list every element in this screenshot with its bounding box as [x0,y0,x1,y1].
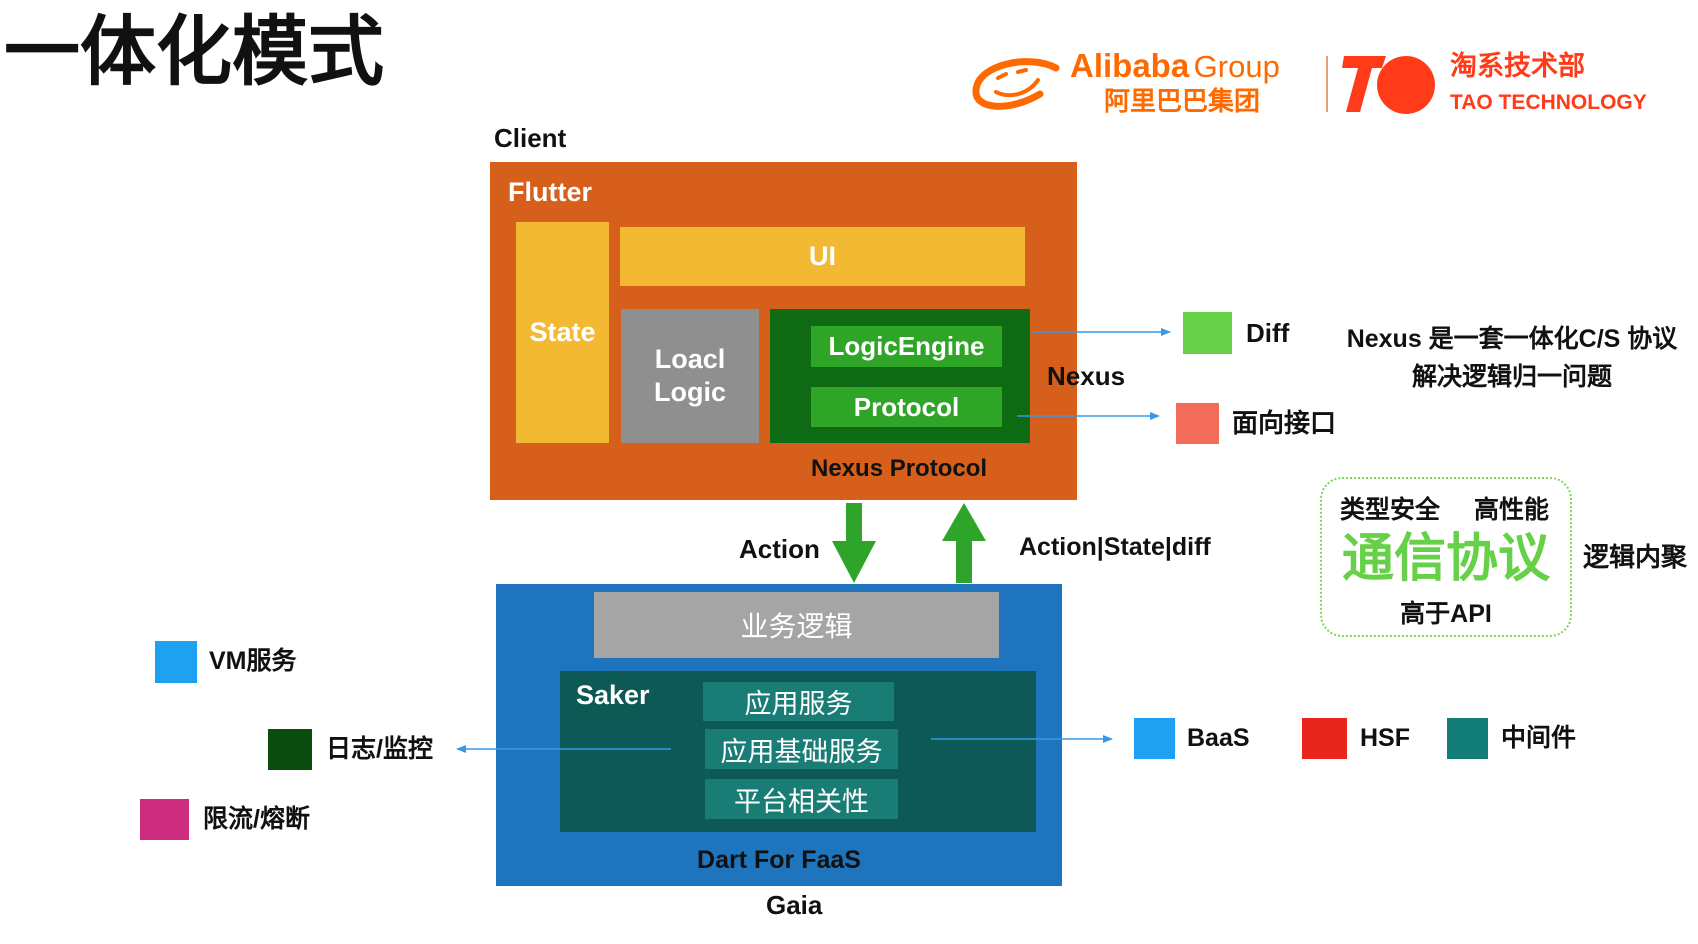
local-logic-line-2: Logic [654,377,726,407]
flow-arrow-up-icon [942,503,986,583]
feature-type-safety: 类型安全 [1340,496,1441,524]
client-label: Client [494,123,567,153]
legend-label-middleware: 中间件 [1501,724,1577,752]
tao-logo-icon [1342,56,1435,114]
interface-swatch [1176,403,1219,444]
legend-label-rate-limit: 限流/熔断 [203,805,310,833]
slide-title: 一体化模式 [4,10,384,95]
tao-logo-stripe [1364,78,1380,112]
legend-swatch-hsf [1302,718,1347,759]
saker-box: Saker 应用服务 应用基础服务 平台相关性 [560,671,1036,832]
interface-label: 面向接口 [1232,408,1337,438]
protocol-panel: 类型安全 高性能 通信协议 高于API [1320,477,1572,637]
alibaba-logo-smile [994,78,1040,98]
brand-divider [1326,56,1328,112]
local-logic-box: Loacl Logic [621,309,759,443]
protocol-box: Protocol [811,387,1002,427]
legend-swatch-middleware [1447,718,1488,759]
alibaba-cn-name: 阿里巴巴集团 [1104,86,1261,116]
nexus-protocol-label: Nexus Protocol [811,455,988,482]
branding: Alibaba Group 阿里巴巴集团 淘系技术部 TAO TECHNOLOG… [960,46,1660,122]
tao-cn-name: 淘系技术部 [1450,51,1585,81]
alibaba-logo-swoosh [972,58,1060,110]
legend-label-logging: 日志/监控 [326,735,433,763]
legend-swatch-vm [155,641,197,683]
flow-arrow-down-icon [832,503,876,583]
legend-swatch-logging [268,729,312,770]
alibaba-group: Group [1193,49,1280,84]
protocol-headline: 通信协议 [1341,530,1550,588]
saker-item-platform: 平台相关性 [705,779,898,819]
nexus-description: Nexus 是一套一体化C/S 协议 解决逻辑归一问题 [1330,320,1694,396]
legend-label-vm: VM服务 [209,647,297,675]
state-box: State [516,222,609,443]
legend-swatch-rate-limit [140,799,189,840]
saker-item-label: 应用基础服务 [720,736,883,767]
alibaba-wordmark: Alibaba Group [1070,47,1280,85]
flutter-label: Flutter [508,177,592,207]
flutter-box: Flutter State UI Loacl Logic LogicEngine… [490,162,1077,500]
tao-en-name: TAO TECHNOLOGY [1450,91,1647,114]
tao-logo-t [1342,56,1386,112]
ui-label: UI [809,241,836,271]
legend-label-hsf: HSF [1360,724,1410,752]
saker-item-label: 应用服务 [744,689,853,719]
ui-box: UI [620,227,1025,286]
nexus-label: Nexus [1047,361,1126,391]
protocol-footer: 高于API [1400,600,1492,628]
alibaba-logo-icon [972,58,1060,110]
tao-logo-circle [1377,56,1435,114]
saker-item-label: 平台相关性 [734,786,869,817]
diff-swatch [1183,312,1232,354]
local-logic-line-1: Loacl [654,344,726,374]
business-logic-label: 业务逻辑 [740,611,853,642]
logic-engine-label: LogicEngine [828,331,985,361]
flow-up-label: Action|State|diff [1019,533,1211,561]
alibaba-logo-eye [996,68,1028,80]
alibaba-name: Alibaba [1070,47,1190,84]
nexus-description-line-1: Nexus 是一套一体化C/S 协议 [1346,325,1678,353]
saker-item-app-service: 应用服务 [703,682,894,721]
logic-cohesion-label: 逻辑内聚 [1583,542,1688,572]
legend-swatch-baas [1134,718,1175,759]
flow-down-label: Action [739,534,820,564]
business-logic-box: 业务逻辑 [594,592,999,658]
gaia-label: Gaia [766,890,823,920]
nexus-box: LogicEngine Protocol [770,309,1030,443]
diff-label: Diff [1246,318,1290,348]
saker-label: Saker [576,680,650,710]
logic-engine-box: LogicEngine [811,326,1002,367]
feature-performance: 高性能 [1474,496,1550,524]
state-label: State [529,317,596,347]
runtime-label: Dart For FaaS [697,846,861,874]
protocol-label: Protocol [853,391,960,422]
gaia-box: 业务逻辑 Saker 应用服务 应用基础服务 平台相关性 Dart For Fa… [496,584,1062,886]
nexus-description-line-2: 解决逻辑归一问题 [1411,363,1612,391]
saker-item-base-service: 应用基础服务 [705,729,898,769]
legend-label-baas: BaaS [1187,724,1250,752]
